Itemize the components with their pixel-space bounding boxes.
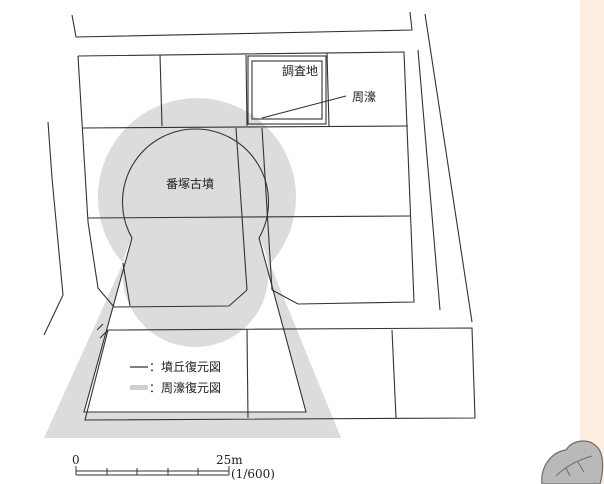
map-panel xyxy=(0,0,580,484)
legend-mound-text: ：墳丘復元図 xyxy=(149,359,221,374)
legend-moat-text: ：周濠復元図 xyxy=(149,380,221,395)
scale-end-label: 25m xyxy=(216,453,243,467)
top-boundary-line xyxy=(71,11,413,38)
parcel-lines xyxy=(43,11,476,421)
parcel-divider xyxy=(81,125,409,129)
survey-site-outer-box xyxy=(247,55,327,125)
upper-block-outline xyxy=(77,55,248,308)
moat-label: 周濠 xyxy=(352,89,376,104)
parcel-divider xyxy=(326,52,330,127)
lower-block-outline xyxy=(84,327,476,421)
parcel-divider xyxy=(245,54,248,127)
parcel-divider xyxy=(391,329,397,419)
scale-start-label: 0 xyxy=(72,453,80,467)
parcel-divider xyxy=(246,329,249,419)
legend: ：墳丘復元図 ：周濠復元図 xyxy=(130,359,221,395)
moat-band-legend-icon xyxy=(130,385,148,390)
survey-site-inner-box xyxy=(251,60,323,120)
parcel-divider xyxy=(159,54,163,127)
upper-block-outline xyxy=(77,51,415,305)
scale-bar xyxy=(75,466,230,476)
mound-name-label: 番塚古墳 xyxy=(166,176,214,191)
road-edge-line xyxy=(96,323,104,331)
parcel-divider xyxy=(261,127,273,291)
parcel-divider xyxy=(235,127,248,291)
scale-ratio-label: (1/600) xyxy=(231,467,275,481)
leaf-corner-icon xyxy=(541,440,604,484)
mound-reconstruction-outline xyxy=(83,128,307,413)
road-edge-line xyxy=(43,121,64,336)
moat-leader-line xyxy=(261,95,347,119)
parcel-divider xyxy=(87,215,411,219)
road-edge-line xyxy=(424,13,473,323)
moat-reconstruction-band xyxy=(44,98,341,439)
survey-site-label: 調査地 xyxy=(282,64,318,78)
parcel-divider xyxy=(122,262,131,307)
road-edge-line xyxy=(417,49,441,311)
